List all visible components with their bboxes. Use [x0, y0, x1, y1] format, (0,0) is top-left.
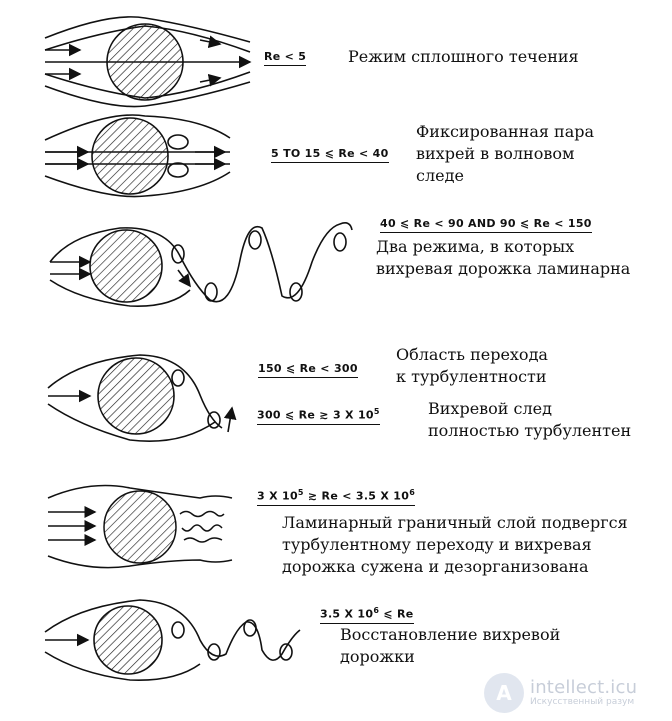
watermark-subtitle: Искусственный разум: [530, 696, 635, 707]
condition-label: 3.5 X 106 ⩽ Re: [320, 604, 414, 624]
condition-label: 150 ⩽ Re < 300: [258, 362, 358, 378]
brand-logo-icon: A: [484, 673, 524, 713]
regime-description: Два режима, в которых вихревая дорожка л…: [376, 237, 631, 278]
regime-description: Область перехода к турбулентности: [396, 345, 548, 386]
diagram-reestablished-street: [44, 599, 301, 681]
condition-label: 40 ⩽ Re < 90 AND 90 ⩽ Re < 150: [380, 217, 592, 233]
regime-description: Режим сплошного течения: [348, 47, 579, 66]
condition-label: 5 TO 15 ⩽ Re < 40: [271, 147, 389, 163]
regime-description: Фиксированная пара вихрей в волновом сле…: [416, 122, 595, 185]
diagram-laminar-street: [49, 222, 353, 307]
watermark-title: intellect.icu: [530, 677, 638, 699]
watermark: A intellect.icu Искусственный разум: [484, 670, 669, 716]
regime-description: Вихревой след полностью турбулентен: [428, 399, 632, 440]
diagram-turbulent-wake: [47, 354, 237, 442]
regime-description: Ламинарный граничный слой подвергся турб…: [282, 513, 628, 576]
condition-label: 300 ⩽ Re ≳ 3 X 105: [257, 405, 380, 425]
regime-description: Восстановление вихревой дорожки: [340, 625, 561, 666]
diagram-vortex-pair: [44, 114, 231, 198]
logo-letter: A: [496, 681, 512, 705]
diagram-turbulent-boundary: [47, 484, 233, 569]
condition-label: Re < 5: [264, 50, 307, 66]
diagram-creeping-flow: [44, 16, 252, 108]
condition-label: 3 X 105 ≳ Re < 3.5 X 106: [257, 486, 416, 506]
